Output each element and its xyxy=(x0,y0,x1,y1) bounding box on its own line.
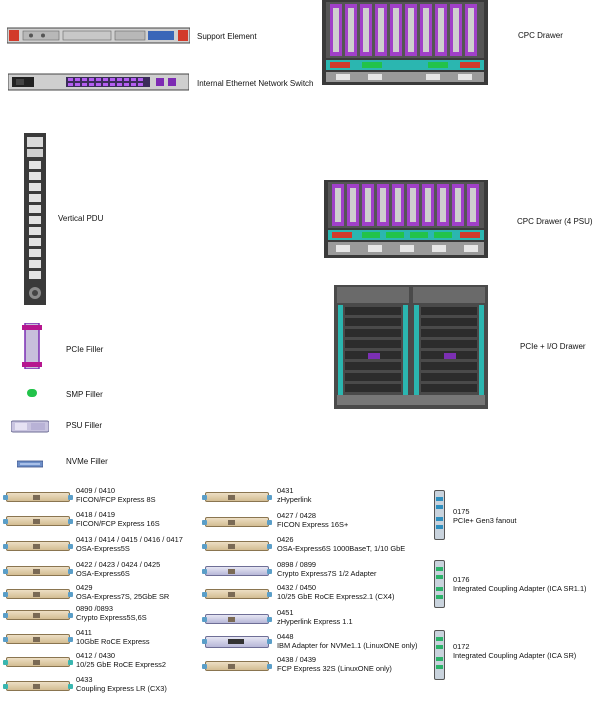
card-image xyxy=(3,634,73,644)
card-image xyxy=(3,681,73,691)
support-element-label: Support Element xyxy=(197,32,257,41)
pcie-io-drawer-image xyxy=(334,285,488,409)
card-image xyxy=(202,589,272,599)
psu-filler-image xyxy=(10,420,50,433)
card-image xyxy=(202,636,272,648)
vertical-pdu-label: Vertical PDU xyxy=(58,214,104,223)
card-name: PCIe+ Gen3 fanout xyxy=(453,516,517,525)
card-name: FCP Express 32S (LinuxONE only) xyxy=(277,664,392,673)
card-name: zHyperlink Express 1.1 xyxy=(277,617,353,626)
card-image xyxy=(202,541,272,551)
nvme-filler-label: NVMe Filler xyxy=(66,457,108,466)
smp-filler-image xyxy=(27,389,37,397)
card-image xyxy=(3,657,73,667)
support-element-image xyxy=(6,27,191,44)
ethernet-switch-image xyxy=(7,73,190,91)
card-code: 0175 xyxy=(453,507,470,516)
card-image xyxy=(3,492,73,502)
card-code: 0426 xyxy=(277,535,294,544)
card-image xyxy=(202,517,272,527)
pcie-filler-label: PCIe Filler xyxy=(66,345,104,354)
card-name: Crypto Express7S 1/2 Adapter xyxy=(277,569,377,578)
fanout-card-image xyxy=(434,490,445,540)
card-name: FICON/FCP Express 16S xyxy=(76,519,160,528)
card-image xyxy=(202,492,272,502)
card-name: zHyperlink xyxy=(277,495,312,504)
card-image xyxy=(3,610,73,620)
card-image xyxy=(202,566,272,576)
card-code: 0172 xyxy=(453,642,470,651)
cpc-drawer-4psu-label: CPC Drawer (4 PSU) xyxy=(517,217,593,226)
card-code: 0448 xyxy=(277,632,294,641)
card-name: Integrated Coupling Adapter (ICA SR) xyxy=(453,651,577,660)
smp-filler-label: SMP Filler xyxy=(66,390,103,399)
card-image xyxy=(202,661,272,671)
card-code: 0427 / 0428 xyxy=(277,511,317,520)
card-name: 10/25 GbE RoCE Express2.1 (CX4) xyxy=(277,592,395,601)
card-name: FICON Express 16S+ xyxy=(277,520,349,529)
card-name: FICON/FCP Express 8S xyxy=(76,495,156,504)
card-name: 10/25 GbE RoCE Express2 xyxy=(76,660,166,669)
card-code: 0432 / 0450 xyxy=(277,583,317,592)
card-name: OSA-Express5S xyxy=(76,544,130,553)
cpc-drawer-label: CPC Drawer xyxy=(518,31,563,40)
card-name: OSA-Express6S xyxy=(76,569,130,578)
card-code: 0422 / 0423 / 0424 / 0425 xyxy=(76,560,161,569)
card-name: OSA-Express7S, 25GbE SR xyxy=(76,592,170,601)
pcie-filler-image xyxy=(22,322,42,370)
card-code: 0429 xyxy=(76,583,93,592)
ica-card-image xyxy=(434,560,445,608)
card-code: 0411 xyxy=(76,628,92,637)
cpc-drawer-image xyxy=(322,0,488,85)
card-code: 0418 / 0419 xyxy=(76,510,116,519)
pcie-io-drawer-label: PCIe + I/O Drawer xyxy=(520,342,586,351)
card-code: 0413 / 0414 / 0415 / 0416 / 0417 xyxy=(76,535,183,544)
card-code: 0412 / 0430 xyxy=(76,651,116,660)
cpc-drawer-4psu-image xyxy=(324,180,488,258)
card-image xyxy=(3,541,73,551)
card-code: 0451 xyxy=(277,608,294,617)
card-code: 0176 xyxy=(453,575,470,584)
card-code: 0898 / 0899 xyxy=(277,560,317,569)
card-name: Integrated Coupling Adapter (ICA SR1.1) xyxy=(453,584,587,593)
ethernet-switch-label: Internal Ethernet Network Switch xyxy=(197,79,314,88)
card-code: 0890 /0893 xyxy=(76,604,113,613)
card-image xyxy=(202,614,272,624)
nvme-filler-image xyxy=(16,455,44,468)
card-code: 0409 / 0410 xyxy=(76,486,116,495)
card-name: 10GbE RoCE Express xyxy=(76,637,150,646)
ica-card-image xyxy=(434,630,445,680)
psu-filler-label: PSU Filler xyxy=(66,421,103,430)
card-name: Crypto Express5S,6S xyxy=(76,613,147,622)
card-name: Coupling Express LR (CX3) xyxy=(76,684,167,693)
card-name: OSA-Express6S 1000BaseT, 1/10 GbE xyxy=(277,544,406,553)
vertical-pdu-image xyxy=(24,133,46,305)
card-code: 0433 xyxy=(76,675,93,684)
card-code: 0438 / 0439 xyxy=(277,655,317,664)
card-code: 0431 xyxy=(277,486,294,495)
card-name: IBM Adapter for NVMe1.1 (LinuxONE only) xyxy=(277,641,418,650)
card-image xyxy=(3,566,73,576)
card-image xyxy=(3,589,73,599)
card-image xyxy=(3,516,73,526)
